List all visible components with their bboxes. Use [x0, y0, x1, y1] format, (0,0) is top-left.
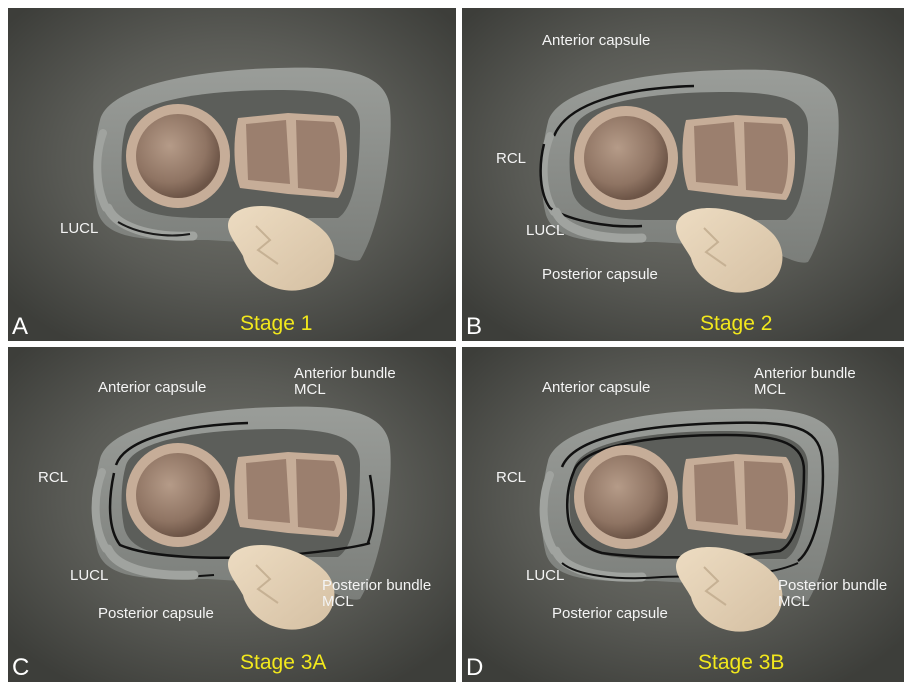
panel-d: Anterior capsule Anterior bundle MCL RCL…	[462, 347, 904, 682]
anterior-bundle-mcl-label: MCL	[294, 381, 326, 398]
posterior-bundle-label: Posterior bundle	[778, 577, 887, 594]
rcl-label: RCL	[38, 469, 68, 486]
lucl-label: LUCL	[70, 567, 108, 584]
radial-head	[136, 453, 220, 537]
anterior-bundle-label: Anterior bundle	[754, 365, 856, 382]
ulna-facet-left	[694, 461, 738, 525]
rcl-label: RCL	[496, 469, 526, 486]
panel-b: Anterior capsule RCL LUCL Posterior caps…	[462, 8, 904, 341]
posterior-capsule-label: Posterior capsule	[98, 605, 214, 622]
panel-c: Anterior capsule Anterior bundle MCL RCL…	[8, 347, 456, 682]
elbow-illustration	[462, 347, 904, 682]
anterior-capsule-label: Anterior capsule	[98, 379, 206, 396]
elbow-illustration	[8, 347, 456, 682]
panel-a: LUCL Stage 1 A	[8, 8, 456, 341]
stage-label: Stage 2	[700, 312, 772, 336]
radial-head	[584, 455, 668, 539]
posterior-capsule-label: Posterior capsule	[542, 266, 658, 283]
rcl-label: RCL	[496, 150, 526, 167]
elbow-illustration	[8, 8, 456, 341]
ulna-facet-right	[296, 120, 340, 192]
panel-letter: B	[466, 313, 482, 341]
anterior-capsule-label: Anterior capsule	[542, 32, 650, 49]
elbow-illustration	[462, 8, 904, 341]
ulna-facet-right	[744, 461, 788, 533]
stage-label: Stage 3A	[240, 651, 326, 675]
lucl-label: LUCL	[526, 222, 564, 239]
posterior-capsule-label: Posterior capsule	[552, 605, 668, 622]
ulna-facet-right	[744, 122, 788, 194]
ulna-facet-left	[246, 459, 290, 523]
radial-head	[584, 116, 668, 200]
stage-label: Stage 1	[240, 312, 312, 336]
stage-label: Stage 3B	[698, 651, 784, 675]
panel-letter: A	[12, 313, 28, 341]
posterior-bundle-label: Posterior bundle	[322, 577, 431, 594]
panel-letter: C	[12, 654, 29, 682]
posterior-bundle-mcl-label: MCL	[778, 593, 810, 610]
ulna-facet-right	[296, 459, 340, 531]
anterior-capsule-label: Anterior capsule	[542, 379, 650, 396]
anterior-bundle-mcl-label: MCL	[754, 381, 786, 398]
anterior-bundle-label: Anterior bundle	[294, 365, 396, 382]
panel-letter: D	[466, 654, 483, 682]
radial-head	[136, 114, 220, 198]
lucl-label: LUCL	[526, 567, 564, 584]
ulna-facet-left	[694, 122, 738, 186]
posterior-bundle-mcl-label: MCL	[322, 593, 354, 610]
lucl-label: LUCL	[60, 220, 98, 237]
ulna-facet-left	[246, 120, 290, 184]
